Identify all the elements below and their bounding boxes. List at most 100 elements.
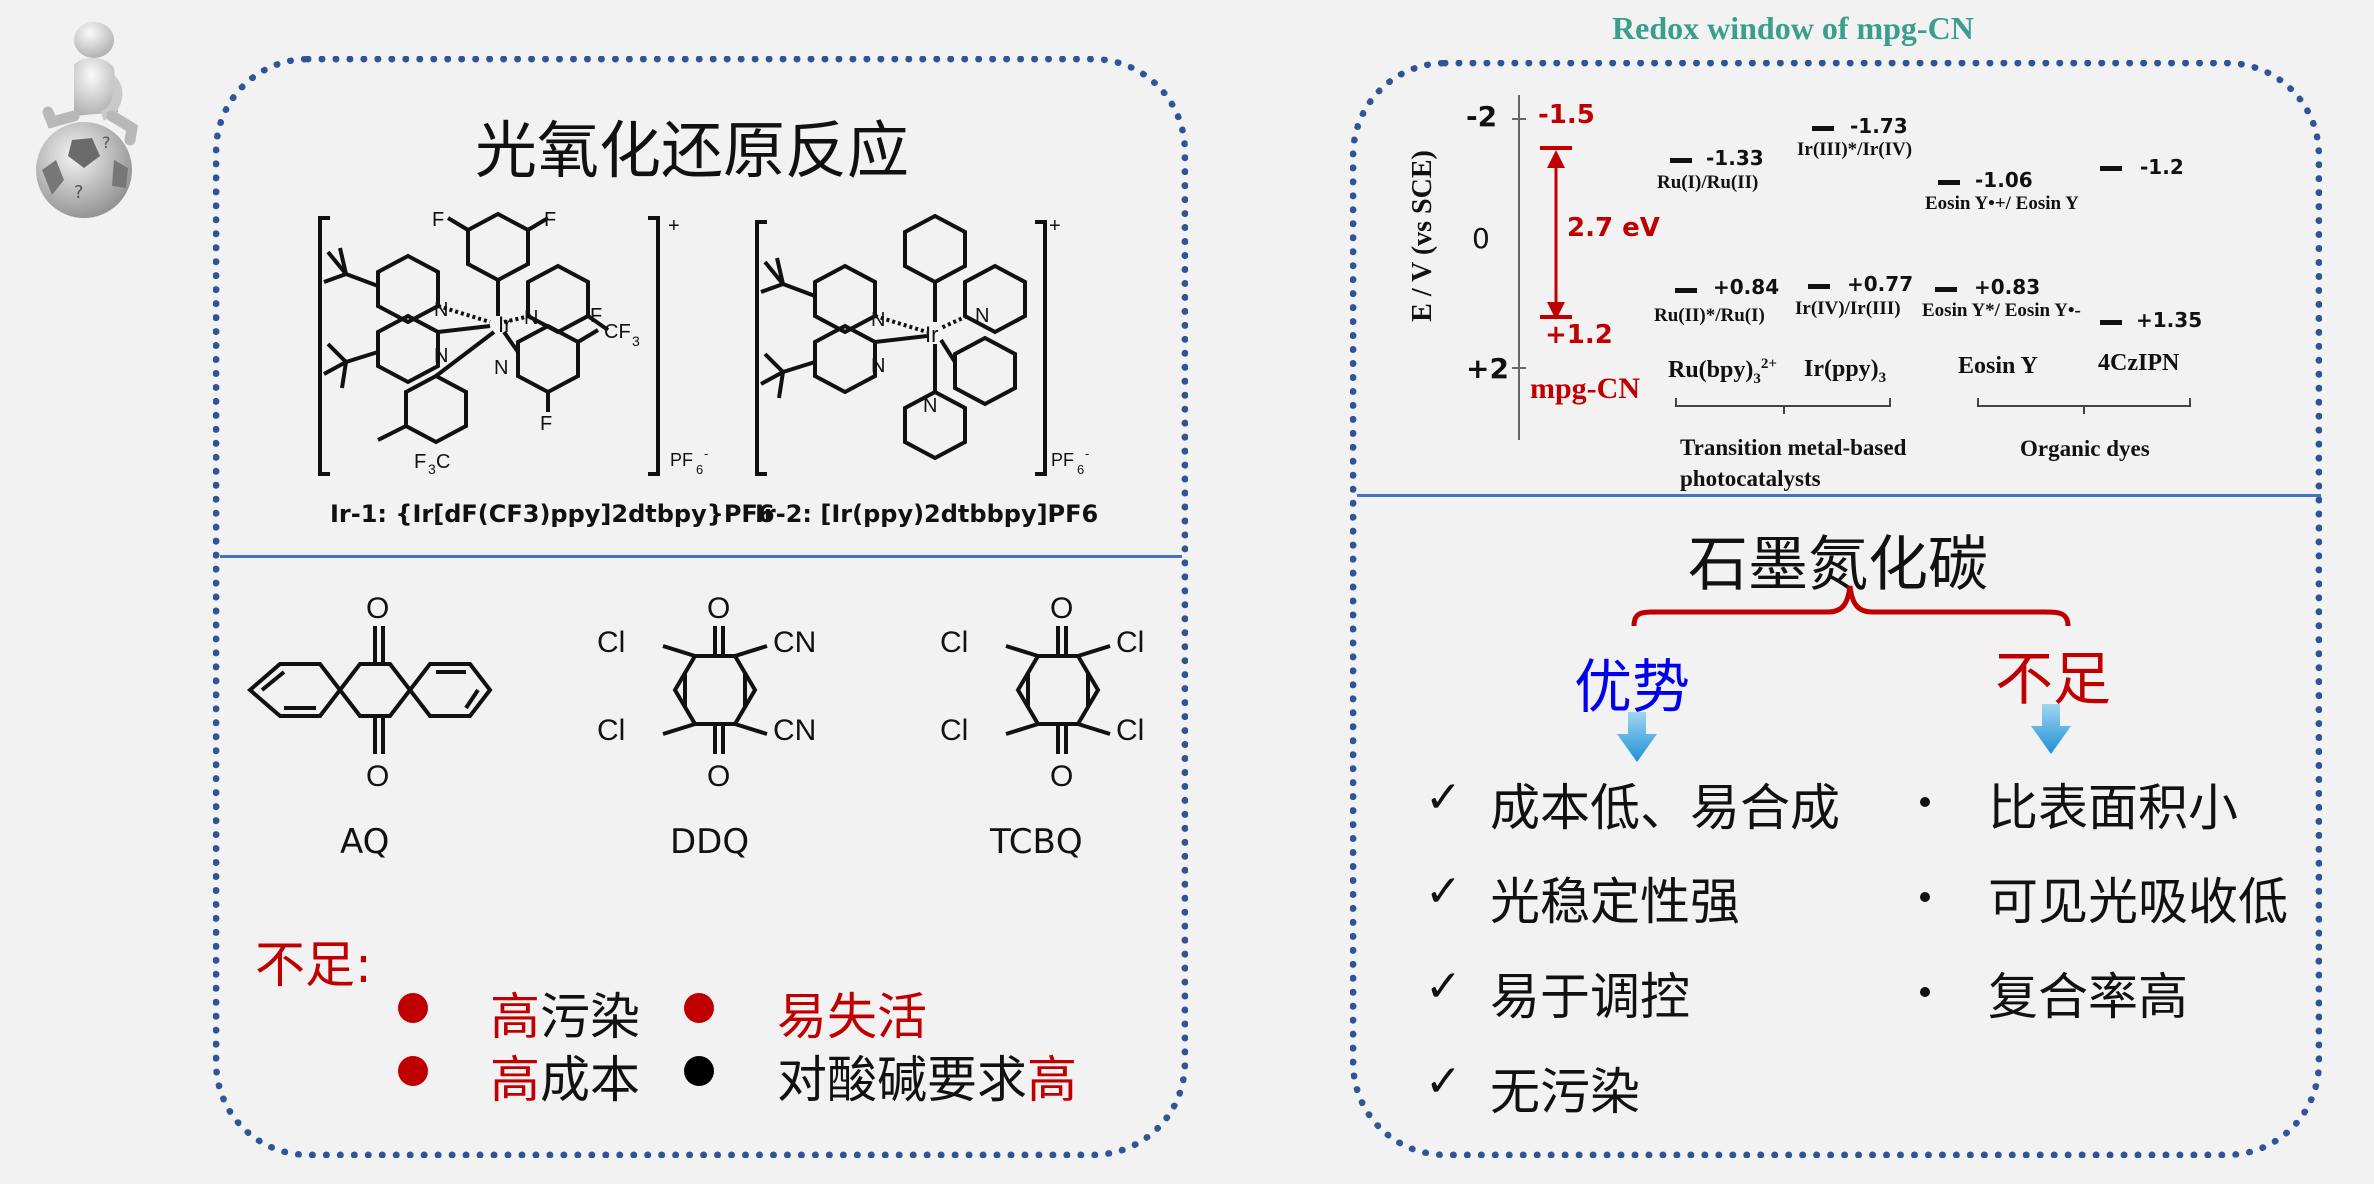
drawback-2-emph: 易失活 (777, 988, 927, 1046)
svg-text:Ir: Ir (498, 312, 511, 337)
svg-text:Cl: Cl (1116, 626, 1144, 659)
eosin-ox-level (1938, 180, 1960, 185)
drawback-4-text: 对酸碱要求 (777, 1051, 1027, 1109)
bullet-dot (1920, 797, 1930, 807)
svg-text:Ir: Ir (925, 322, 938, 347)
eosin-ox-label: Eosin Y•+/ Eosin Y (1925, 193, 2079, 214)
check-icon: ✓ (1425, 772, 1462, 823)
svg-text:O: O (1050, 592, 1073, 625)
svg-text:6: 6 (696, 462, 703, 477)
svg-text:O: O (1050, 760, 1073, 793)
svg-text:?: ? (102, 133, 111, 152)
left-drawback-label: 不足: (255, 936, 372, 994)
svg-text:PF: PF (670, 450, 693, 470)
svg-text:?: ? (74, 182, 84, 203)
ir2-caption: Ir-2: [Ir(ppy)2dtbbpy]PF6 (755, 500, 1098, 528)
left-divider (220, 555, 1182, 558)
aq-structure-diagram: OO (246, 592, 493, 793)
czipn-red-value: +1.35 (2136, 308, 2203, 332)
mpg-name: mpg-CN (1530, 372, 1640, 405)
ru-name: Ru(bpy)32+ (1668, 356, 1777, 387)
advantage-item: 光稳定性强 (1490, 873, 1740, 931)
ru-ox-level (1670, 158, 1692, 163)
czipn-ox-level (2100, 166, 2122, 171)
group-brace-icon (1675, 398, 2191, 414)
mascot-figure-icon: ? ? (36, 22, 139, 218)
svg-text:CN: CN (773, 626, 816, 659)
svg-text:O: O (366, 760, 389, 793)
czipn-name: 4CzIPN (2098, 350, 2180, 376)
irppy-ox-value: -1.73 (1850, 114, 1908, 138)
eosin-red-value: +0.83 (1974, 275, 2041, 299)
svg-text:O: O (707, 592, 730, 625)
bullet-dot (684, 993, 714, 1023)
svg-text:O: O (366, 592, 389, 625)
drawback-1-emph: 高 (490, 988, 540, 1046)
svg-text:3: 3 (428, 461, 436, 477)
bullet-dot (398, 993, 428, 1023)
section-title: 石墨氮化碳 (1688, 530, 1988, 600)
ru-red-value: +0.84 (1713, 275, 1780, 299)
mpg-top-value: -1.5 (1538, 100, 1595, 130)
y-axis-line (1518, 95, 1520, 440)
ru-ox-value: -1.33 (1706, 146, 1764, 170)
y-tick (1512, 118, 1526, 120)
svg-text:Cl: Cl (940, 626, 968, 659)
y-axis-label: E / V (vs SCE) (1407, 150, 1438, 322)
mpg-bottom-value: +1.2 (1545, 320, 1613, 350)
drawback-item-3: 高成本 (490, 1040, 640, 1112)
eosin-ox-value: -1.06 (1975, 168, 2033, 192)
svg-text:+: + (1049, 215, 1061, 237)
svg-text:+: + (668, 215, 680, 237)
drawback-item-1: 高污染 (490, 977, 640, 1049)
disadvantage-item: 可见光吸收低 (1988, 873, 2288, 931)
svg-text:N: N (871, 355, 885, 377)
right-panel (1350, 60, 2322, 1158)
mpg-gap-label: 2.7 eV (1567, 213, 1660, 243)
drawback-1-text: 污染 (540, 988, 640, 1046)
check-icon: ✓ (1425, 866, 1462, 917)
svg-text:F: F (544, 209, 556, 231)
ir2-caption-text: Ir-2: [Ir(ppy)2dtbbpy]PF6 (755, 500, 1099, 528)
y-tick-label: 0 (1472, 222, 1490, 255)
svg-text:N: N (524, 307, 538, 329)
svg-text:6: 6 (1077, 462, 1084, 477)
aq-label: AQ (340, 822, 390, 862)
irppy-ox-level (1812, 126, 1834, 131)
advantage-title: 优势 (1574, 653, 1691, 721)
irppy-name: Ir(ppy)3 (1804, 356, 1887, 386)
disadvantage-arrow-icon (2031, 704, 2071, 754)
check-icon: ✓ (1425, 961, 1462, 1012)
ir1-caption: Ir-1: {Ir[dF(CF3)ppy]2dtbpy}PF6 (330, 500, 775, 528)
left-title: 光氧化还原反应 (475, 114, 910, 187)
drawback-item-2: 易失活 (777, 977, 927, 1049)
eosin-name: Eosin Y (1958, 353, 2038, 379)
y-tick-label: -2 (1466, 100, 1498, 133)
irppy-red-label: Ir(IV)/Ir(III) (1795, 298, 1901, 319)
irppy-red-value: +0.77 (1847, 272, 1914, 296)
drawback-item-4: 对酸碱要求高 (777, 1040, 1077, 1112)
svg-text:N: N (871, 309, 885, 331)
mpg-bottom-level (1540, 315, 1572, 319)
group-1-label: Transition metal-based photocatalysts (1680, 432, 1906, 494)
drawback-3-emph: 高 (490, 1051, 540, 1109)
ir1-caption-text: Ir-1: {Ir[dF(CF3)ppy]2dtbpy}PF6 (330, 500, 775, 528)
czipn-ox-value: -1.2 (2140, 155, 2184, 179)
svg-text:-: - (1085, 446, 1089, 461)
chart-title: Redox window of mpg-CN (1612, 10, 1974, 46)
mpg-gap-arrow-icon (1547, 150, 1565, 320)
svg-text:Cl: Cl (1116, 714, 1144, 747)
advantage-item: 无污染 (1490, 1063, 1640, 1121)
drawback-3-text: 成本 (540, 1051, 640, 1109)
svg-text:CN: CN (773, 714, 816, 747)
ru-red-label: Ru(II)*/Ru(I) (1654, 305, 1765, 326)
svg-text:CF: CF (604, 321, 631, 343)
svg-text:N: N (494, 357, 508, 379)
left-panel (213, 56, 1188, 1158)
disadvantage-title: 不足 (1995, 645, 2112, 713)
disadvantage-item: 复合率高 (1988, 968, 2188, 1026)
